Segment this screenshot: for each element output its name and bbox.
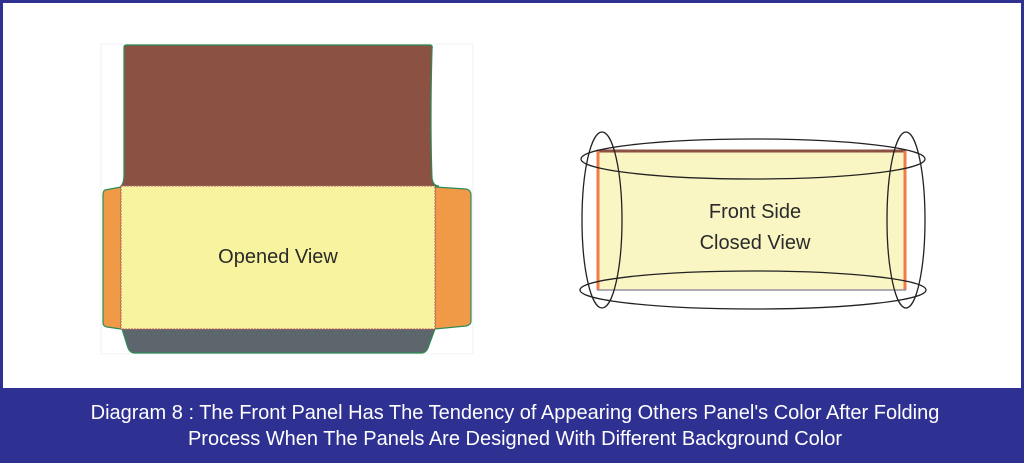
left-fold-ellipse — [581, 131, 623, 309]
bottom-fold-ellipse — [579, 270, 927, 310]
opened-view-bounds — [100, 43, 474, 355]
closed-view-label-line2: Closed View — [700, 232, 811, 254]
right-side-flap — [434, 186, 472, 330]
caption-line1: Diagram 8 : The Front Panel Has The Tend… — [90, 402, 940, 424]
top-fold-ellipse — [580, 138, 926, 180]
caption-line2: Process When The Panels Are Designed Wit… — [187, 428, 843, 450]
caption-band: Diagram 8 : The Front Panel Has The Tend… — [3, 388, 1021, 460]
opened-view-label: Opened View — [218, 246, 338, 268]
top-panel — [119, 44, 440, 187]
opened-view-dieline: Opened View — [102, 44, 472, 354]
closed-view-diagram: Front Side Closed View — [579, 131, 927, 310]
diagram-canvas: Opened View Front Side Closed View — [100, 43, 927, 355]
closed-front-panel — [597, 151, 906, 290]
closed-view-label-line1: Front Side — [709, 201, 801, 223]
front-panel — [120, 185, 436, 330]
left-side-flap — [102, 186, 122, 330]
bottom-panel — [121, 328, 436, 354]
right-fold-ellipse — [886, 131, 926, 309]
